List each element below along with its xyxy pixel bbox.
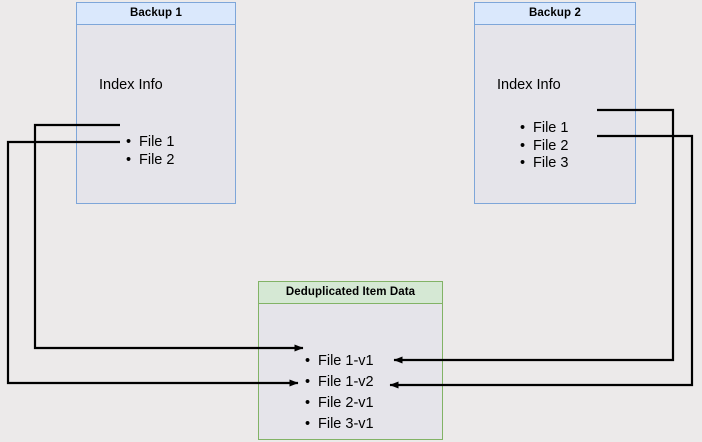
list-item: File 1	[126, 134, 174, 152]
node-backup-1-body: Index Info File 1 File 2	[77, 25, 235, 203]
list-item: File 1-v2	[305, 372, 374, 393]
node-dedup-body: File 1-v1 File 1-v2 File 2-v1 File 3-v1	[259, 304, 442, 439]
list-item: File 3-v1	[305, 414, 374, 435]
backup-1-file-list: File 1 File 2	[126, 134, 174, 169]
list-item: File 2-v1	[305, 393, 374, 414]
list-item: File 2	[126, 152, 174, 170]
list-item: File 2	[520, 138, 568, 156]
backup-2-index-label: Index Info	[497, 77, 561, 93]
node-backup-2[interactable]: Backup 2 Index Info File 1 File 2 File 3	[474, 2, 636, 204]
node-backup-1-header: Backup 1	[77, 3, 235, 25]
list-item: File 3	[520, 155, 568, 173]
node-backup-1[interactable]: Backup 1 Index Info File 1 File 2	[76, 2, 236, 204]
node-dedup-header: Deduplicated Item Data	[259, 282, 442, 304]
node-backup-2-header: Backup 2	[475, 3, 635, 25]
list-item: File 1-v1	[305, 351, 374, 372]
backup-1-index-label: Index Info	[99, 77, 163, 93]
node-deduplicated-item-data[interactable]: Deduplicated Item Data File 1-v1 File 1-…	[258, 281, 443, 440]
node-backup-2-body: Index Info File 1 File 2 File 3	[475, 25, 635, 203]
list-item: File 1	[520, 120, 568, 138]
dedup-file-list: File 1-v1 File 1-v2 File 2-v1 File 3-v1	[305, 351, 374, 435]
backup-2-file-list: File 1 File 2 File 3	[520, 120, 568, 173]
